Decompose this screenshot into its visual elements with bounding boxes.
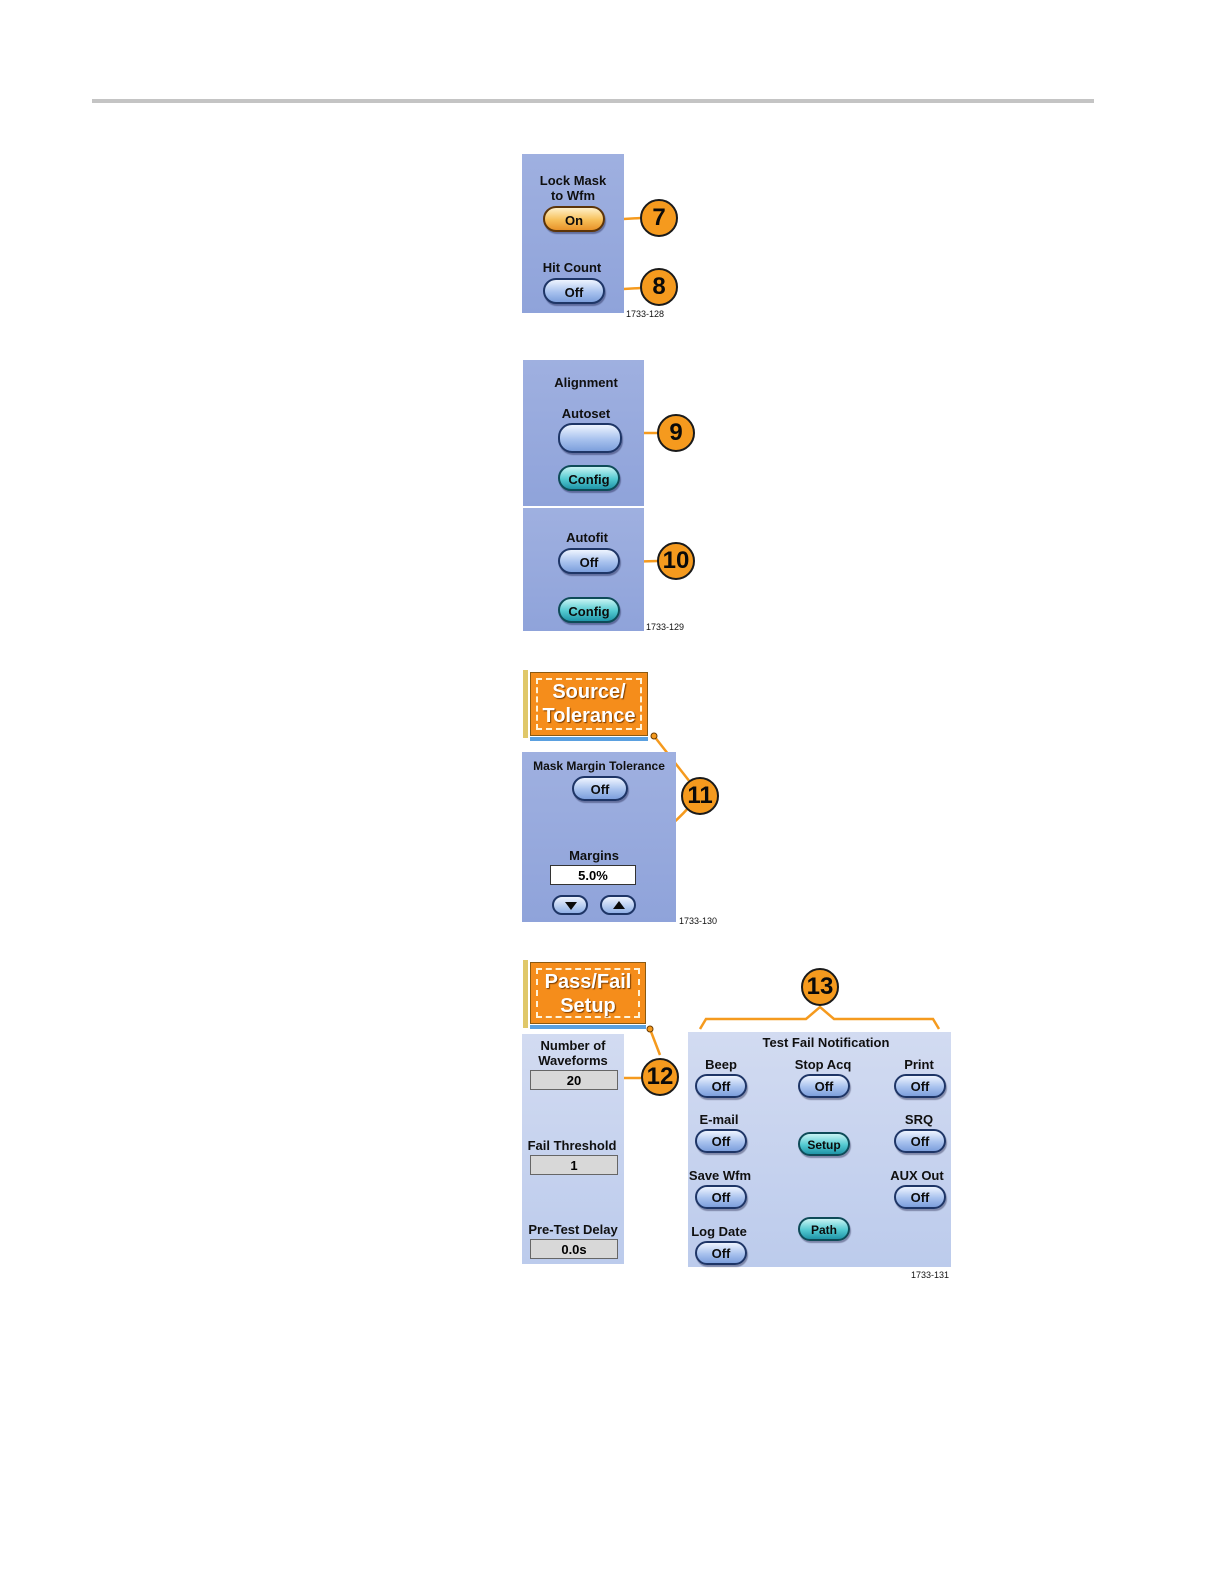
email-setup-button[interactable]: Setup — [798, 1132, 850, 1156]
fail-threshold-label: Fail Threshold — [527, 1138, 617, 1153]
header-rule — [92, 99, 1094, 103]
alignment-panel: Alignment Autoset Config — [523, 360, 644, 506]
log-path-button[interactable]: Path — [798, 1217, 850, 1241]
email-toggle-button[interactable]: Off — [695, 1129, 747, 1153]
lock-mask-toggle-button[interactable]: On — [543, 206, 605, 232]
mask-margin-panel: Mask Margin Tolerance Off Margins 5.0% — [522, 752, 676, 922]
pre-test-delay-label: Pre-Test Delay — [528, 1222, 618, 1237]
figure-id: 1733-129 — [646, 622, 685, 632]
tab-edge — [523, 960, 528, 1028]
callout-13: 13 — [801, 968, 839, 1006]
hit-count-label: Hit Count — [542, 260, 602, 275]
alignment-config-button[interactable]: Config — [558, 465, 620, 491]
log-date-label: Log Date — [691, 1224, 747, 1239]
stop-acq-toggle-button[interactable]: Off — [798, 1074, 850, 1098]
pass-fail-setup-tab-label: Pass/Fail Setup — [536, 968, 640, 1018]
mask-margin-tolerance-label: Mask Margin Tolerance — [533, 759, 665, 773]
test-fail-notification-title: Test Fail Notification — [762, 1035, 890, 1050]
pass-fail-setup-tab[interactable]: Pass/Fail Setup — [530, 962, 646, 1024]
hit-count-toggle-button[interactable]: Off — [543, 278, 605, 304]
stop-acq-label: Stop Acq — [794, 1057, 852, 1072]
figure-id: 1733-131 — [911, 1270, 950, 1280]
lock-mask-label: Lock Mask to Wfm — [539, 173, 607, 203]
fail-threshold-field[interactable]: 1 — [530, 1155, 618, 1175]
margins-increase-button[interactable] — [600, 895, 636, 915]
autofit-panel: Autofit Off Config — [523, 508, 644, 631]
save-wfm-label: Save Wfm — [688, 1168, 752, 1183]
callout-9: 9 — [657, 414, 695, 452]
aux-out-toggle-button[interactable]: Off — [894, 1185, 946, 1209]
test-fail-notification-panel: Test Fail Notification Beep Off Stop Acq… — [688, 1032, 951, 1267]
source-tolerance-tab-label: Source/ Tolerance — [536, 678, 642, 730]
tab-edge — [523, 670, 528, 738]
beep-label: Beep — [705, 1057, 737, 1072]
srq-label: SRQ — [904, 1112, 934, 1127]
autofit-toggle-button[interactable]: Off — [558, 548, 620, 574]
autoset-button[interactable] — [558, 423, 622, 453]
figure-id: 1733-130 — [679, 916, 718, 926]
callout-10: 10 — [657, 542, 695, 580]
beep-toggle-button[interactable]: Off — [695, 1074, 747, 1098]
autoset-label: Autoset — [561, 406, 611, 421]
autofit-label: Autofit — [566, 530, 608, 545]
callout-7: 7 — [640, 199, 678, 237]
source-tolerance-tab[interactable]: Source/ Tolerance — [530, 672, 648, 736]
print-toggle-button[interactable]: Off — [894, 1074, 946, 1098]
aux-out-label: AUX Out — [890, 1168, 944, 1183]
email-label: E-mail — [699, 1112, 739, 1127]
callout-11: 11 — [681, 777, 719, 815]
print-label: Print — [904, 1057, 934, 1072]
save-wfm-toggle-button[interactable]: Off — [695, 1185, 747, 1209]
figure-id: 1733-128 — [626, 309, 665, 319]
srq-toggle-button[interactable]: Off — [894, 1129, 946, 1153]
margins-decrease-button[interactable] — [552, 895, 588, 915]
number-of-waveforms-field[interactable]: 20 — [530, 1070, 618, 1090]
tab-underline — [530, 1025, 646, 1029]
pass-fail-settings-panel: Number of Waveforms 20 Fail Threshold 1 … — [522, 1034, 624, 1264]
margins-label: Margins — [569, 848, 619, 863]
arrow-down-icon — [565, 902, 577, 910]
tab-underline — [530, 737, 648, 741]
pre-test-delay-field[interactable]: 0.0s — [530, 1239, 618, 1259]
number-of-waveforms-label: Number of Waveforms — [538, 1038, 608, 1068]
alignment-label: Alignment — [554, 375, 618, 390]
lock-mask-panel: Lock Mask to Wfm On Hit Count Off — [522, 154, 624, 313]
mask-margin-toggle-button[interactable]: Off — [572, 776, 628, 801]
margins-value-field[interactable]: 5.0% — [550, 865, 636, 885]
autofit-config-button[interactable]: Config — [558, 597, 620, 623]
callout-8: 8 — [640, 268, 678, 306]
arrow-up-icon — [613, 901, 625, 909]
callout-12: 12 — [641, 1058, 679, 1096]
log-date-toggle-button[interactable]: Off — [695, 1241, 747, 1265]
